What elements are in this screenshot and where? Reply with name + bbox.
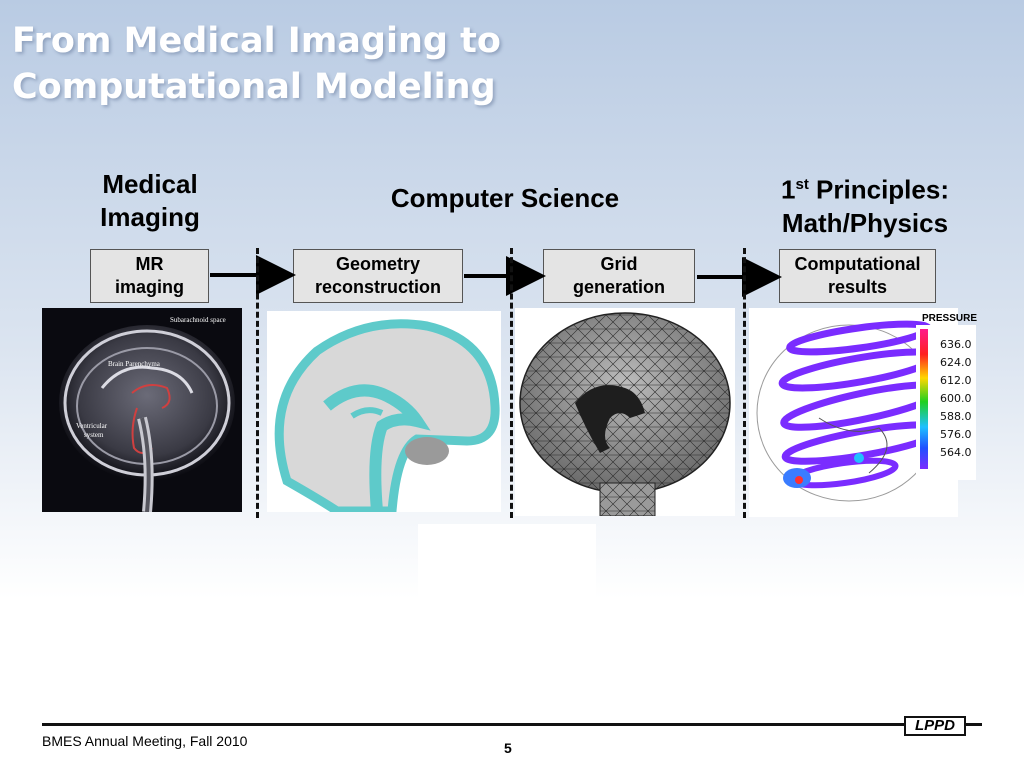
legend-tick-588: 588.0 xyxy=(940,410,972,423)
heading-principles-line-2: Math/Physics xyxy=(781,207,949,238)
step-geometry-reconstruction: Geometry reconstruction xyxy=(293,249,463,303)
slide-title: From Medical Imaging to Computational Mo… xyxy=(12,18,501,110)
step-mr-line-2: imaging xyxy=(114,277,184,297)
legend-tick-576: 576.0 xyxy=(940,428,972,441)
mri-label-subarachnoid: Subarachnoid space xyxy=(170,316,226,324)
legend-tick-624: 624.0 xyxy=(940,356,972,369)
grid-mesh-image xyxy=(515,308,735,516)
pressure-colorbar xyxy=(920,329,928,469)
step-computational-results: Computational results xyxy=(779,249,936,303)
grid-mesh-graphic xyxy=(519,312,731,516)
pressure-legend xyxy=(916,325,976,480)
heading-principles: 1st Principles: Math/Physics xyxy=(755,168,975,240)
divider-1 xyxy=(256,248,259,518)
heading-principles-line-1: 1st Principles: xyxy=(755,168,975,207)
legend-tick-600: 600.0 xyxy=(940,392,972,405)
step-geometry-line-2: reconstruction xyxy=(314,277,442,297)
geometry-brain-graphic xyxy=(274,319,500,512)
heading-medical-line-2: Imaging xyxy=(100,202,200,232)
step-mr-line-1: MR xyxy=(135,254,164,274)
step-results-line-1: Computational xyxy=(794,254,921,274)
step-mr-imaging: MR imaging xyxy=(90,249,209,303)
title-line-1: From Medical Imaging to xyxy=(12,21,501,61)
step-geometry-line-1: Geometry xyxy=(335,254,421,274)
divider-2 xyxy=(510,248,513,518)
mri-label-ventricular: Ventricular xyxy=(76,422,108,430)
heading-medical-imaging: Medical Imaging xyxy=(80,168,220,234)
heading-computer-science: Computer Science xyxy=(390,183,620,213)
mri-brain-graphic: Subarachnoid space Brain Parenchyma Vent… xyxy=(59,316,235,512)
heading-medical-line-1: Medical xyxy=(102,169,198,199)
mri-label-parenchyma: Brain Parenchyma xyxy=(108,360,161,368)
step-grid-generation: Grid generation xyxy=(543,249,695,303)
legend-tick-612: 612.0 xyxy=(940,374,972,387)
title-line-2: Computational Modeling xyxy=(12,67,496,107)
step-grid-line-2: generation xyxy=(572,277,665,297)
geometry-image xyxy=(267,311,501,512)
lppd-logo: LPPD xyxy=(904,716,966,736)
pressure-legend-title: PRESSURE xyxy=(922,313,978,324)
legend-tick-636: 636.0 xyxy=(940,338,972,351)
footer-conference: BMES Annual Meeting, Fall 2010 xyxy=(42,733,248,749)
page-number: 5 xyxy=(504,740,512,756)
divider-3 xyxy=(743,248,746,518)
blank-image-placeholder xyxy=(418,524,596,716)
footer-rule xyxy=(42,723,982,726)
step-results-line-2: results xyxy=(827,277,888,297)
mri-label-system: system xyxy=(84,431,104,439)
step-grid-line-1: Grid xyxy=(600,254,638,274)
principles-number: 1 xyxy=(781,174,796,205)
principles-superscript: st xyxy=(795,176,809,193)
principles-text: Principles: xyxy=(808,174,949,205)
mri-image: Subarachnoid space Brain Parenchyma Vent… xyxy=(42,308,242,512)
legend-tick-564: 564.0 xyxy=(940,446,972,459)
